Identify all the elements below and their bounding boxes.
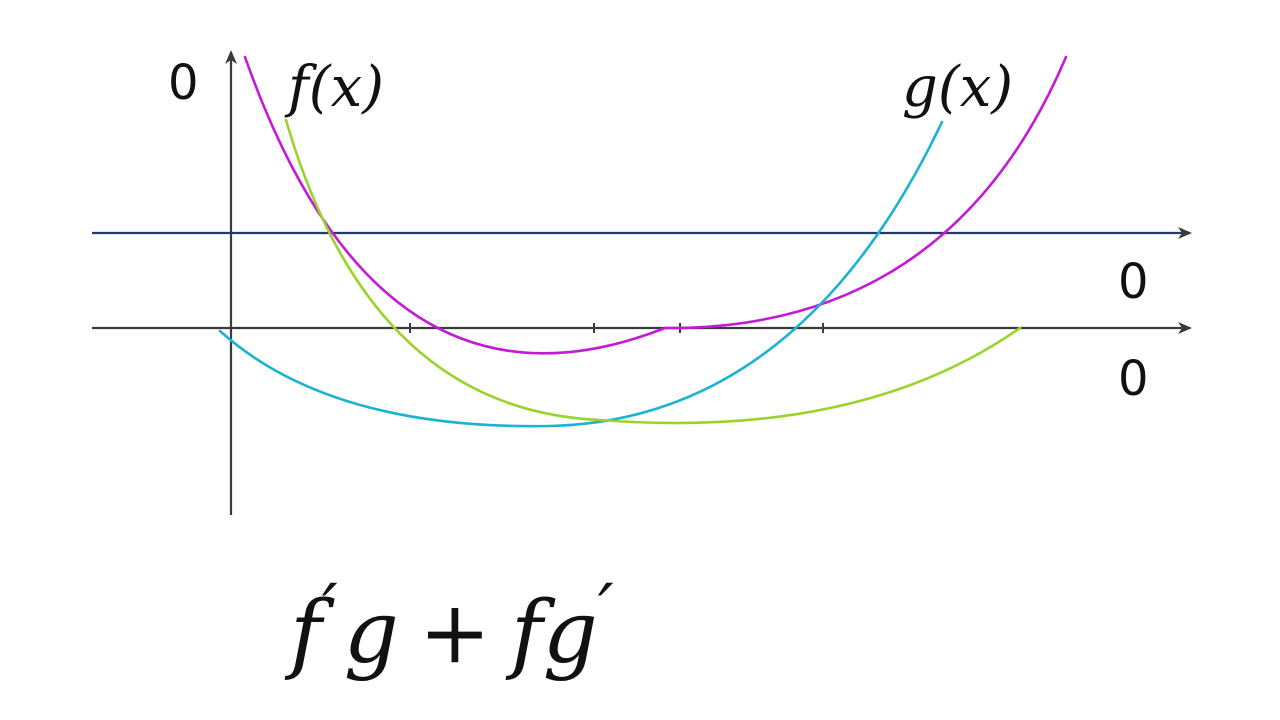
formula-plus: +: [419, 583, 491, 683]
f-curve: [243, 55, 1068, 355]
top-axis-origin-label: 0: [1118, 254, 1149, 310]
f-label: f(x): [284, 55, 384, 120]
y-axis-origin-label: 0: [168, 55, 199, 111]
formula-prime-1: ′: [322, 569, 338, 651]
product-curve: [284, 118, 1022, 425]
product-rule-formula: f′g+fg′: [284, 569, 614, 683]
formula-fg: fg: [505, 583, 598, 683]
bottom-axis-origin-label: 0: [1118, 351, 1149, 407]
formula-prime-2: ′: [598, 569, 614, 651]
formula-g: g: [344, 583, 399, 683]
g-curve: [218, 120, 944, 428]
g-label: g(x): [902, 55, 1013, 120]
